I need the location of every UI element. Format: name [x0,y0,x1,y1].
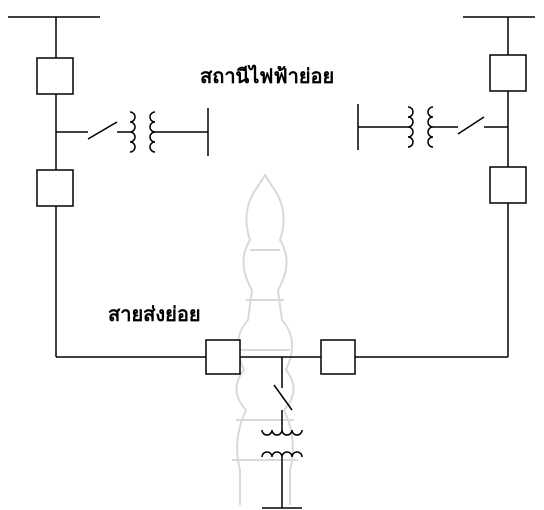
subtransmission-line [56,339,508,509]
right-upper-breaker [489,54,527,92]
tap-transformer-secondary-coil [261,451,303,458]
right-lower-breaker [489,166,527,204]
left-upper-breaker [36,57,74,95]
substation-label: สถานีไฟฟ้าย่อย [200,64,335,88]
left-transformer-secondary-coil [149,111,156,153]
left-substation [8,16,209,357]
tap-disconnect-switch [273,384,293,411]
right-disconnect-switch [457,116,485,135]
left-tap-breaker [205,339,241,375]
right-tap-breaker [320,339,356,375]
left-transformer-primary-coil [129,111,136,153]
subtransmission-label: สายส่งย่อย [108,302,201,326]
right-substation [357,16,535,357]
watermark-emblem [232,173,298,505]
right-transformer-primary-coil [427,106,434,148]
left-disconnect-switch [87,121,118,140]
tap-transformer-primary-coil [261,429,303,436]
left-lower-breaker [36,169,74,207]
right-transformer-secondary-coil [407,106,414,148]
